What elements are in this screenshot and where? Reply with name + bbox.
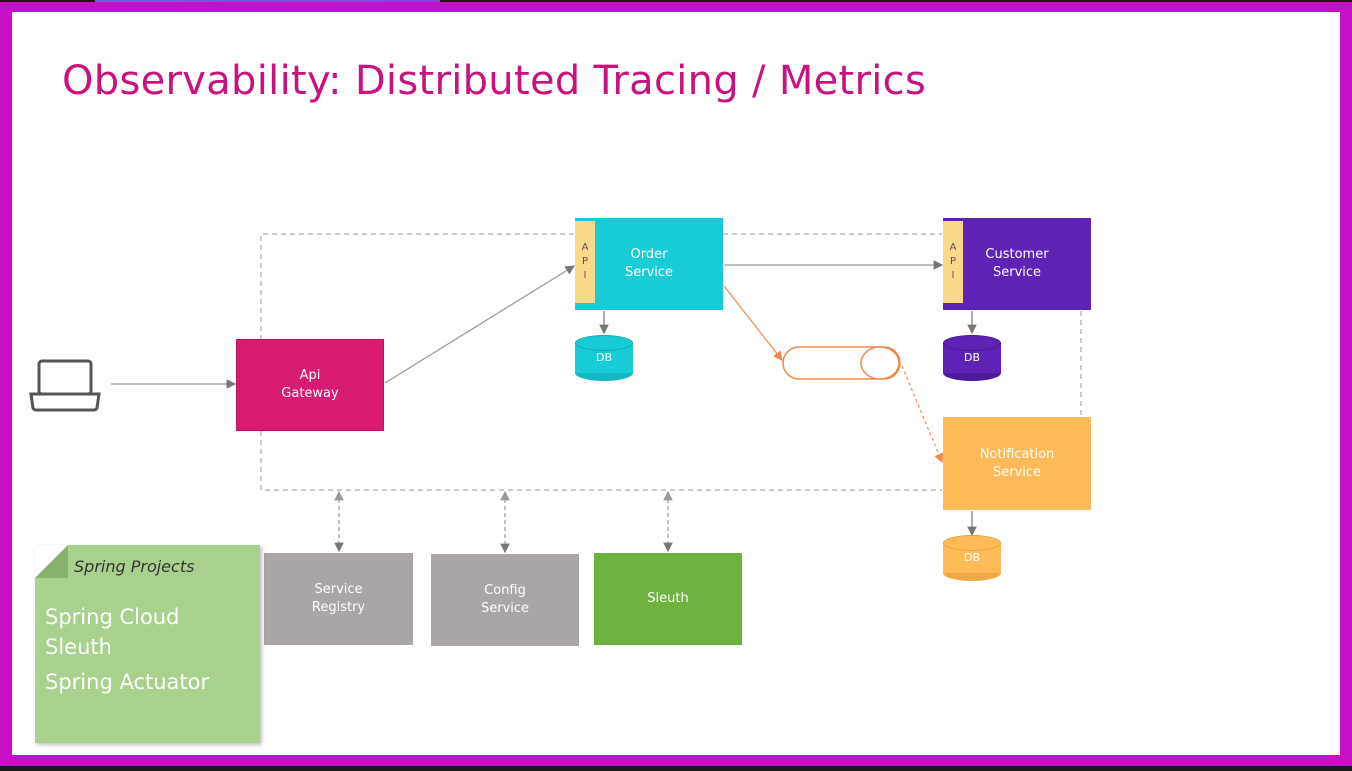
order-service-box: Order Service xyxy=(575,218,723,310)
order-db: DB xyxy=(575,335,633,381)
order-service-label: Order Service xyxy=(624,247,674,280)
laptop-icon xyxy=(29,359,101,412)
service-registry-label: Service Registry xyxy=(311,582,366,615)
note-title: Spring Projects xyxy=(74,557,195,576)
database-icon xyxy=(943,535,1001,551)
api-letter: P xyxy=(949,256,957,267)
sleuth-label: Sleuth xyxy=(647,591,689,606)
customer-api-tab: A P I xyxy=(943,221,963,303)
api-gateway-box: Api Gateway xyxy=(236,339,384,431)
sleuth-box: Sleuth xyxy=(594,553,742,645)
config-service-label: Config Service xyxy=(480,583,530,616)
notification-service-label: Notification Service xyxy=(979,446,1055,480)
config-service-box: Config Service xyxy=(431,554,579,646)
spring-projects-note xyxy=(35,545,260,743)
tracing-path-dashed xyxy=(260,233,575,340)
api-letter: I xyxy=(583,270,587,281)
service-registry-box: Service Registry xyxy=(264,553,413,645)
note-item-spring-cloud: Spring Cloud xyxy=(45,605,180,629)
api-letter: A xyxy=(581,242,589,253)
db-label: DB xyxy=(963,551,981,564)
database-icon xyxy=(575,335,633,351)
customer-db: DB xyxy=(943,335,1001,381)
message-queue-icon xyxy=(782,346,901,380)
note-item-spring-actuator: Spring Actuator xyxy=(45,670,210,694)
api-letter: I xyxy=(951,270,955,281)
order-api-tab: A P I xyxy=(575,221,595,303)
notification-db: DB xyxy=(943,535,1001,581)
database-icon xyxy=(943,335,1001,351)
customer-service-label: Customer Service xyxy=(985,247,1049,280)
queue-to-notification-arrow xyxy=(901,365,944,464)
api-letter: A xyxy=(949,242,957,253)
customer-service-box: Customer Service xyxy=(943,218,1091,310)
notification-service-box: Notification Service xyxy=(943,417,1091,510)
db-label: DB xyxy=(963,351,981,364)
note-corner-fold xyxy=(35,545,68,578)
slide-title: Observability: Distributed Tracing / Met… xyxy=(62,58,927,104)
order-to-queue-arrow xyxy=(723,285,783,361)
api-gateway-label: Api Gateway xyxy=(281,368,339,401)
tracing-path-dashed-left xyxy=(260,431,942,491)
window-top-bar xyxy=(95,0,440,3)
db-label: DB xyxy=(595,351,613,364)
gateway-to-order-arrow xyxy=(384,265,576,384)
note-item-sleuth: Sleuth xyxy=(45,635,112,659)
api-letter: P xyxy=(581,256,589,267)
